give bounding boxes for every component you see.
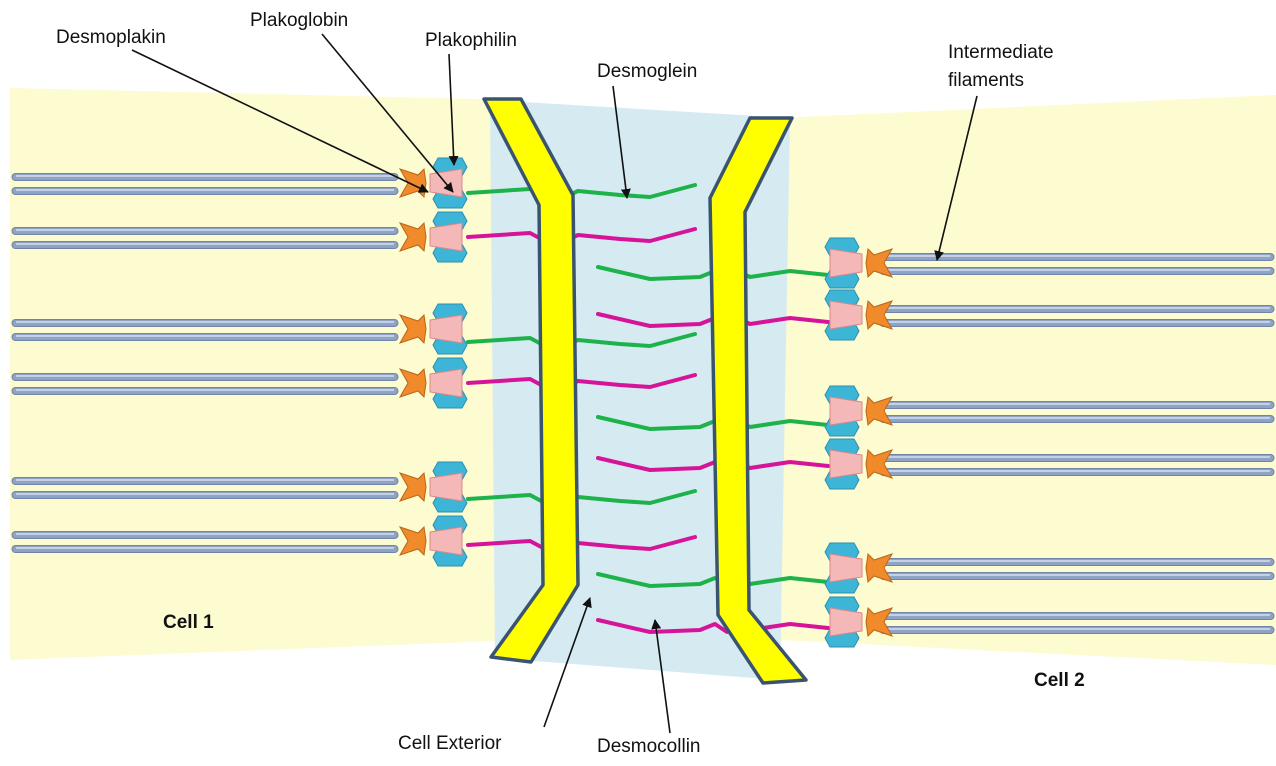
cell-1-filament [12, 388, 398, 395]
label-plakoglobin: Plakoglobin [250, 10, 348, 33]
cell-1-filament [12, 478, 398, 485]
cell-1-filament [12, 228, 398, 235]
cell-2-filament [880, 402, 1274, 409]
label-desmocollin: Desmocollin [597, 736, 700, 759]
plakoglobin-protein [430, 473, 462, 501]
plakoglobin-protein [830, 249, 862, 277]
cell-2-filament [880, 559, 1274, 566]
cell-2-filament [880, 613, 1274, 620]
plakoglobin-protein [830, 450, 862, 478]
plakoglobin-protein [830, 554, 862, 582]
label-intermediate-filaments-1: Intermediate [948, 42, 1054, 65]
plakoglobin-protein [830, 397, 862, 425]
cell-1-filament [12, 374, 398, 381]
plakoglobin-protein [830, 608, 862, 636]
cell-1-filament [12, 532, 398, 539]
plakoglobin-protein [430, 223, 462, 251]
cell-1-filament [12, 334, 398, 341]
label-cell-exterior: Cell Exterior [398, 733, 501, 756]
cell-1-filament [12, 492, 398, 499]
cell-2-filament [880, 320, 1274, 327]
cell-1-filament [12, 188, 398, 195]
label-cell-2: Cell 2 [1034, 670, 1085, 693]
cell-1-filament [12, 546, 398, 553]
cell-1-filament [12, 320, 398, 327]
plakoglobin-protein [830, 301, 862, 329]
plakoglobin-protein [430, 369, 462, 397]
label-intermediate-filaments-2: filaments [948, 70, 1024, 93]
cell-2-filament [880, 469, 1274, 476]
cell-2-filament [880, 268, 1274, 275]
cell-2-filament [880, 627, 1274, 634]
label-cell-1: Cell 1 [163, 612, 214, 635]
cell-1-filament [12, 174, 398, 181]
cell-2-filament [880, 416, 1274, 423]
cell-2-filament [880, 306, 1274, 313]
label-desmoglein: Desmoglein [597, 61, 697, 84]
label-desmoplakin: Desmoplakin [56, 27, 166, 50]
cell-2-filament [880, 455, 1274, 462]
plakoglobin-protein [430, 315, 462, 343]
cell-1-filament [12, 242, 398, 249]
plakoglobin-protein [430, 527, 462, 555]
label-plakophilin: Plakophilin [425, 30, 517, 53]
cell-2-filament [880, 573, 1274, 580]
